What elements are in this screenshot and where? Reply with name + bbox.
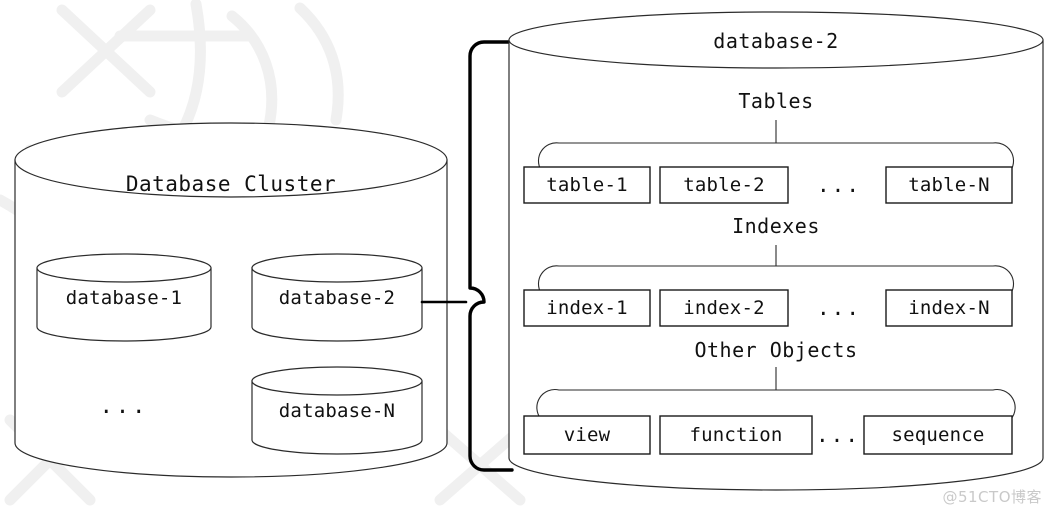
tables-row-ellipsis: ...	[817, 173, 861, 197]
box-table-n[interactable]	[885, 166, 1013, 204]
group-connector-other-objects	[536, 367, 1016, 420]
label-index-n: index-N	[908, 297, 990, 319]
box-index-n[interactable]	[885, 289, 1013, 327]
inner-cylinder-database-2[interactable]	[251, 253, 423, 342]
cluster-ellipsis: ...	[99, 394, 149, 419]
group-connector-indexes	[537, 245, 1015, 294]
group-connector-tables	[537, 120, 1015, 171]
group-label-tables: Tables	[738, 89, 814, 113]
other-objects-row-ellipsis: ...	[816, 423, 860, 447]
label-database-n: database-N	[278, 400, 396, 422]
label-index-1: index-1	[546, 297, 628, 319]
box-table-1[interactable]	[523, 166, 651, 204]
inner-cylinder-database-n[interactable]	[251, 366, 423, 455]
box-function[interactable]	[659, 415, 813, 455]
inner-cylinder-database-1[interactable]	[36, 253, 212, 342]
site-watermark: @51CTO博客	[942, 488, 1042, 506]
label-function: function	[689, 424, 783, 446]
box-index-2[interactable]	[659, 289, 789, 327]
box-sequence[interactable]	[863, 415, 1013, 455]
label-sequence: sequence	[891, 424, 985, 446]
indexes-row-boxes	[523, 289, 1013, 327]
box-table-2[interactable]	[659, 166, 789, 204]
label-index-2: index-2	[683, 297, 765, 319]
label-table-n: table-N	[908, 174, 990, 196]
group-label-other-objects: Other Objects	[694, 338, 858, 362]
cluster-to-detail-connector	[420, 40, 514, 472]
box-view[interactable]	[523, 415, 651, 455]
indexes-row-ellipsis: ...	[817, 296, 861, 320]
tables-row-boxes	[523, 166, 1013, 204]
cluster-title: Database Cluster	[125, 172, 337, 196]
label-database-1: database-1	[65, 287, 183, 309]
label-table-1: table-1	[546, 174, 628, 196]
label-table-2: table-2	[683, 174, 765, 196]
label-view: view	[563, 424, 611, 446]
other-objects-row-boxes	[523, 415, 1013, 455]
detail-title: database-2	[713, 29, 839, 53]
group-label-indexes: Indexes	[732, 214, 820, 238]
label-database-2: database-2	[278, 287, 396, 309]
box-index-1[interactable]	[523, 289, 651, 327]
